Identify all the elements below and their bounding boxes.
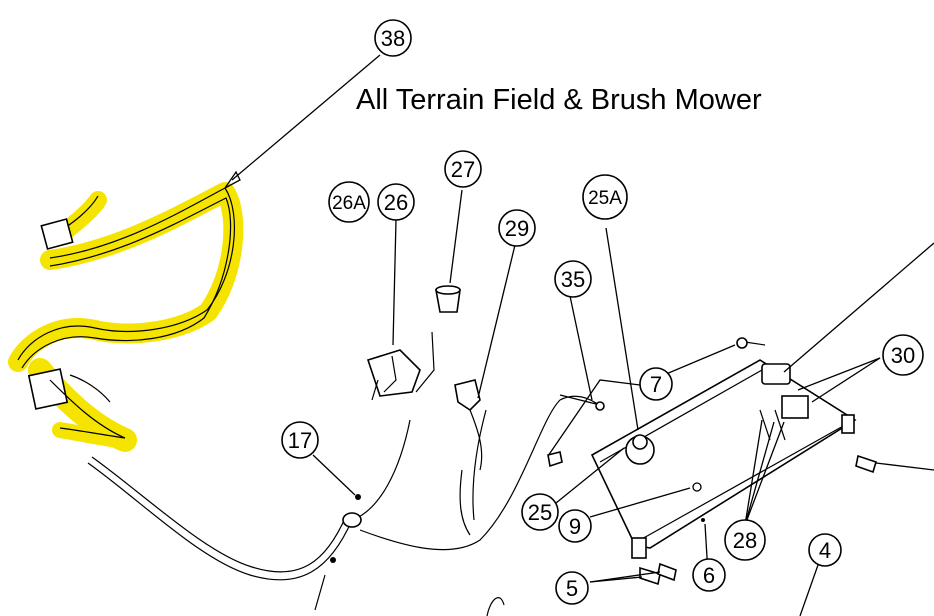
callout-26a-label: 26A — [332, 193, 366, 214]
callout-25-label: 25 — [528, 500, 552, 525]
callout-38-label: 38 — [381, 26, 405, 51]
cable-assembly — [87, 395, 601, 581]
mounting-plate — [590, 337, 857, 559]
callout-30: 30 — [882, 334, 924, 376]
callout-7-label: 7 — [650, 372, 662, 397]
callout-29-label: 29 — [505, 216, 529, 241]
callout-25a-label: 25A — [588, 188, 622, 209]
callout-27-label: 27 — [451, 157, 475, 182]
callout-5: 5 — [555, 571, 589, 605]
callout-28-label: 28 — [733, 528, 757, 553]
callout-26: 26 — [377, 183, 415, 221]
callout-4: 4 — [808, 533, 842, 567]
callout-5-label: 5 — [566, 576, 578, 601]
callout-35-label: 35 — [561, 267, 585, 292]
callout-30-label: 30 — [891, 343, 915, 368]
callout-17: 17 — [281, 421, 319, 459]
leader-lines — [224, 54, 934, 616]
callout-26-label: 26 — [384, 190, 408, 215]
wire-harness — [17, 187, 235, 439]
callout-38: 38 — [374, 19, 412, 57]
lever-assembly — [366, 331, 435, 401]
callout-9-label: 9 — [569, 514, 581, 539]
callout-26a: 26A — [328, 181, 370, 223]
callout-28: 28 — [724, 519, 766, 561]
callout-35: 35 — [554, 260, 592, 298]
callout-9: 9 — [558, 509, 592, 543]
hardware — [314, 409, 877, 616]
callout-17-label: 17 — [288, 428, 312, 453]
callout-25a: 25A — [582, 174, 628, 220]
knob — [435, 285, 461, 313]
callout-4-label: 4 — [819, 538, 831, 563]
callout-25: 25 — [521, 493, 559, 531]
callout-29: 29 — [498, 209, 536, 247]
callout-7: 7 — [639, 367, 673, 401]
diagram-title: All Terrain Field & Brush Mower — [356, 84, 762, 116]
callout-6: 6 — [692, 558, 726, 592]
linkage-bracket — [454, 379, 483, 471]
callout-6-label: 6 — [703, 563, 715, 588]
pin — [559, 394, 605, 411]
callout-27: 27 — [444, 150, 482, 188]
